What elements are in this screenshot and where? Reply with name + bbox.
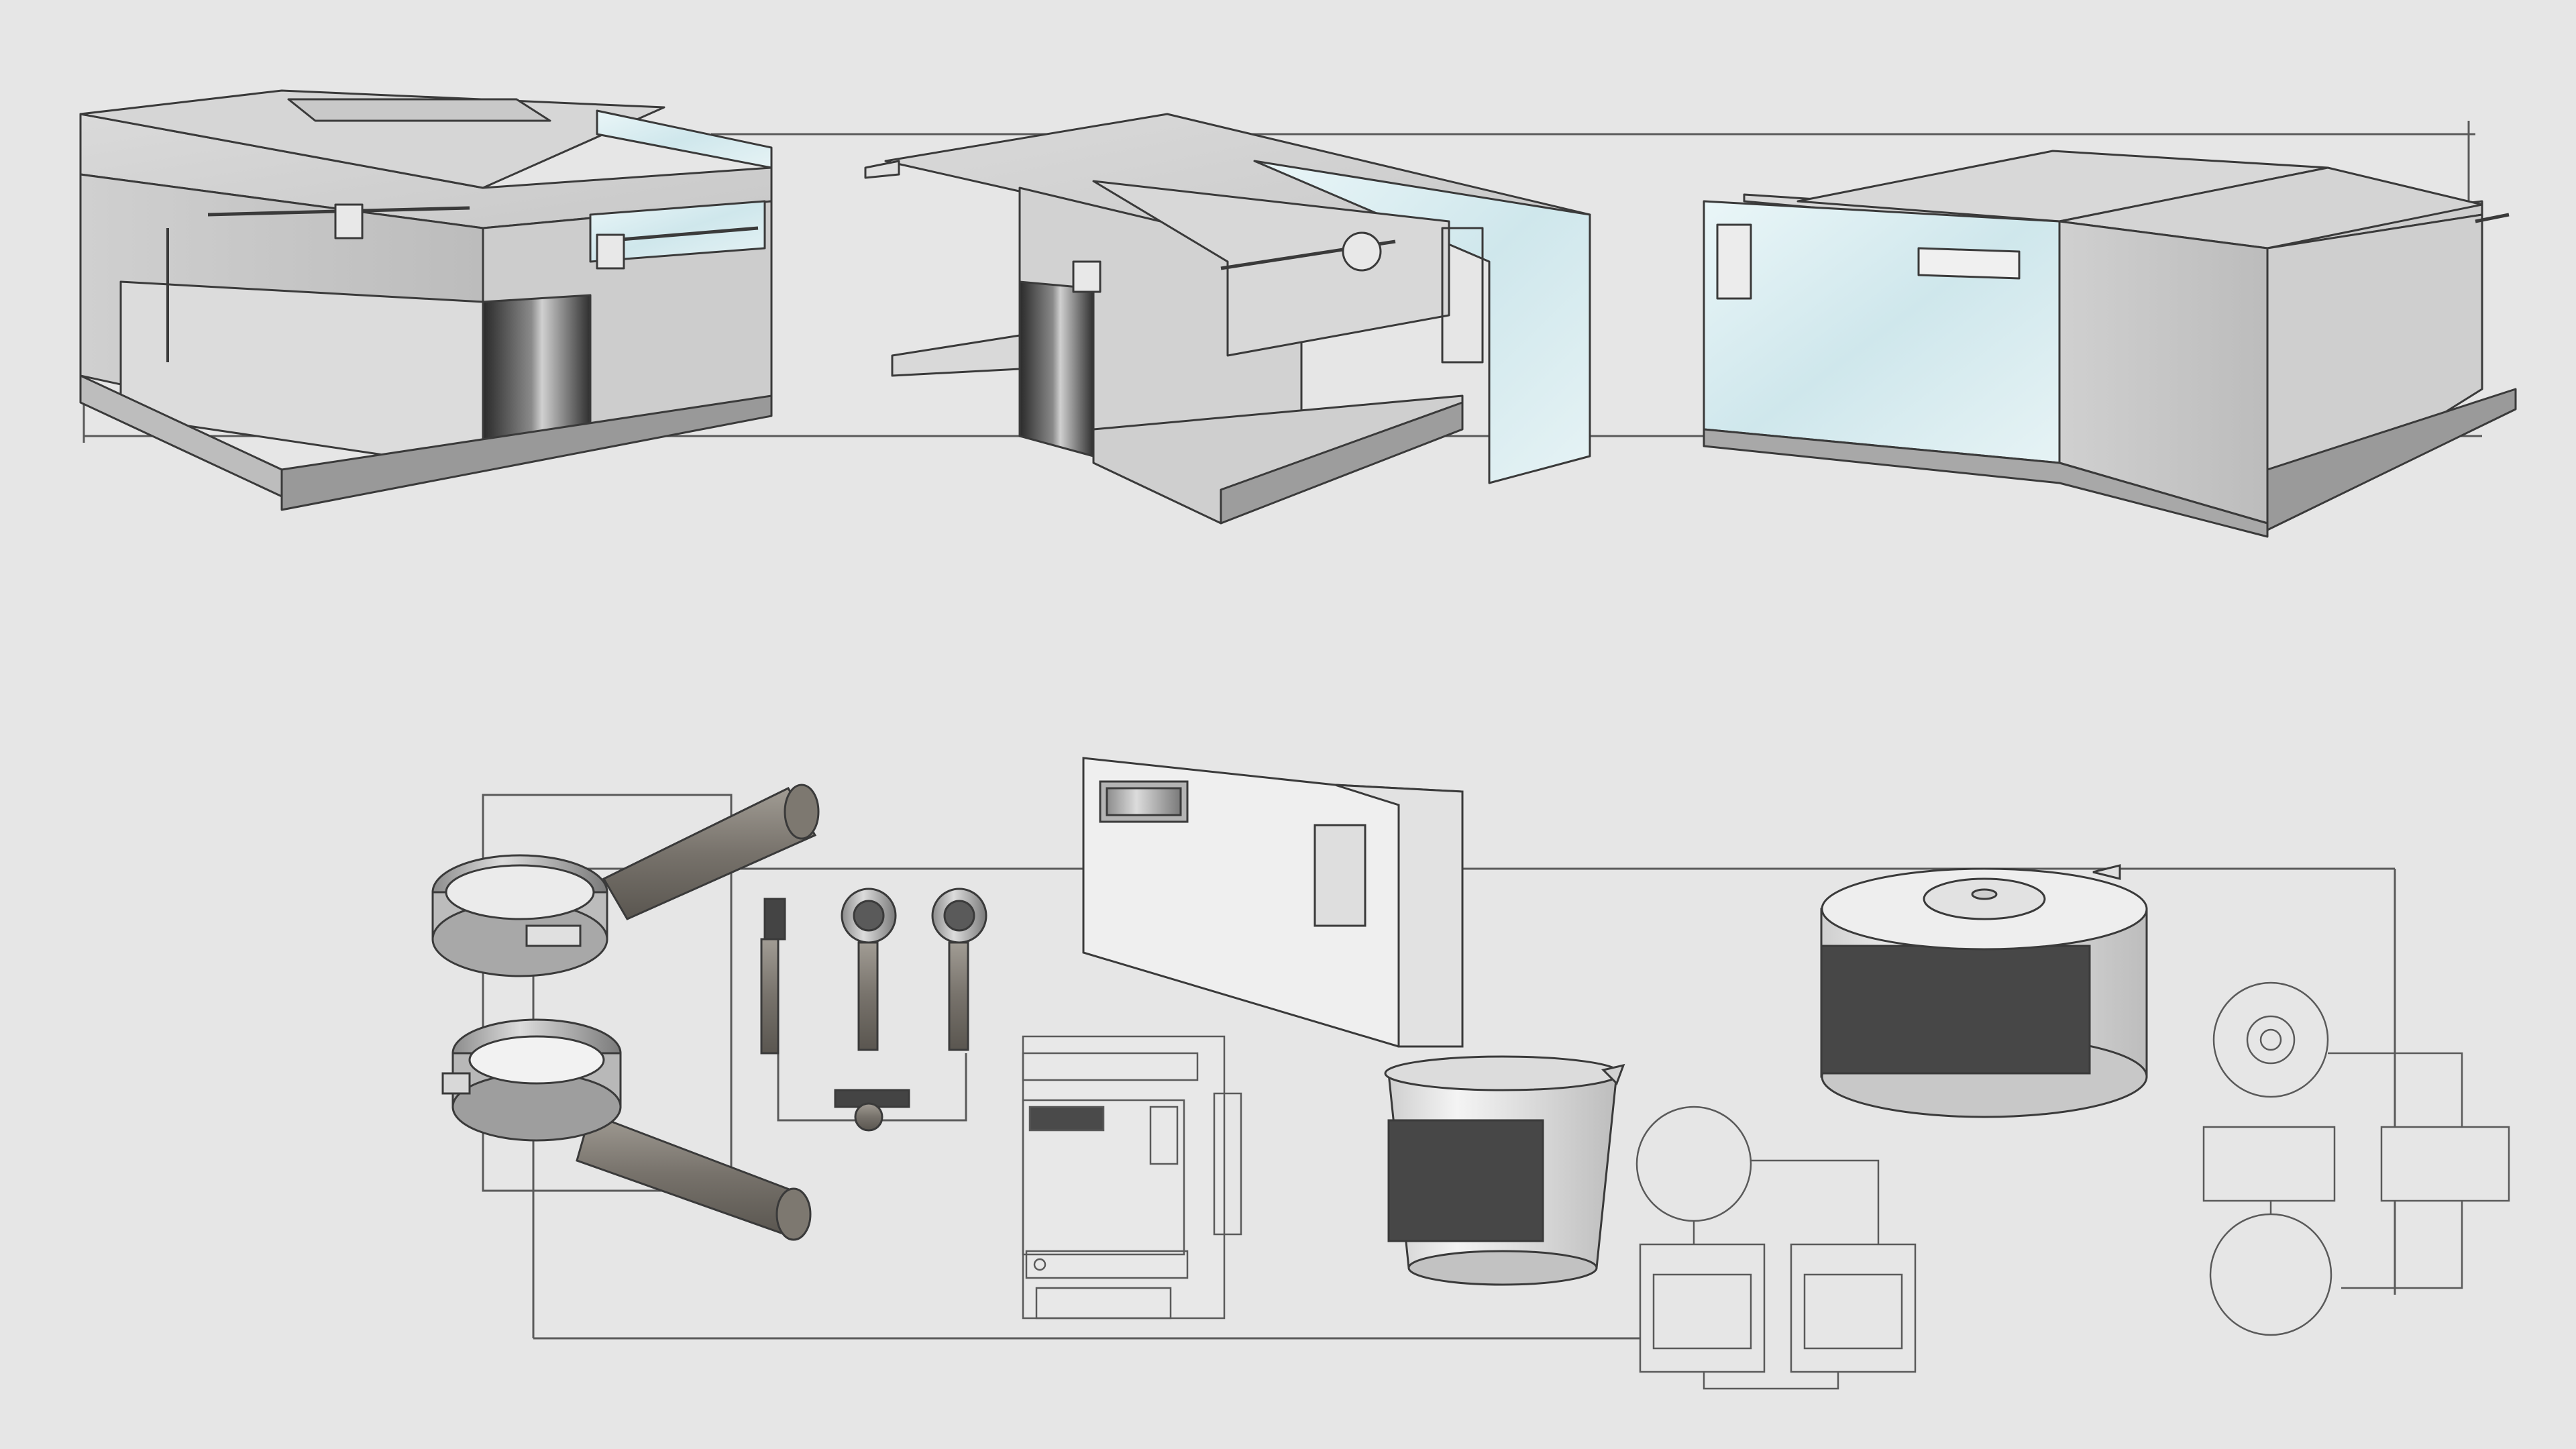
portafilter-bottom	[441, 1018, 812, 1241]
machine-view-front-right	[864, 113, 1591, 525]
machine-views-row	[79, 89, 2517, 538]
portafilter-variants	[760, 888, 987, 1132]
control-panel-elevation	[1022, 1035, 1242, 1320]
drum-orthographic-views	[2202, 981, 2510, 1336]
grinder-drum	[1820, 864, 2148, 1118]
jug-orthographic-views	[1635, 1106, 1917, 1390]
component-details-row	[431, 757, 2510, 1390]
machine-view-front-left	[79, 89, 773, 511]
portafilter-top	[431, 784, 820, 977]
machine-view-rear	[1703, 150, 2517, 538]
water-tank-module	[1082, 757, 1464, 1048]
milk-jug	[1384, 1055, 1625, 1286]
